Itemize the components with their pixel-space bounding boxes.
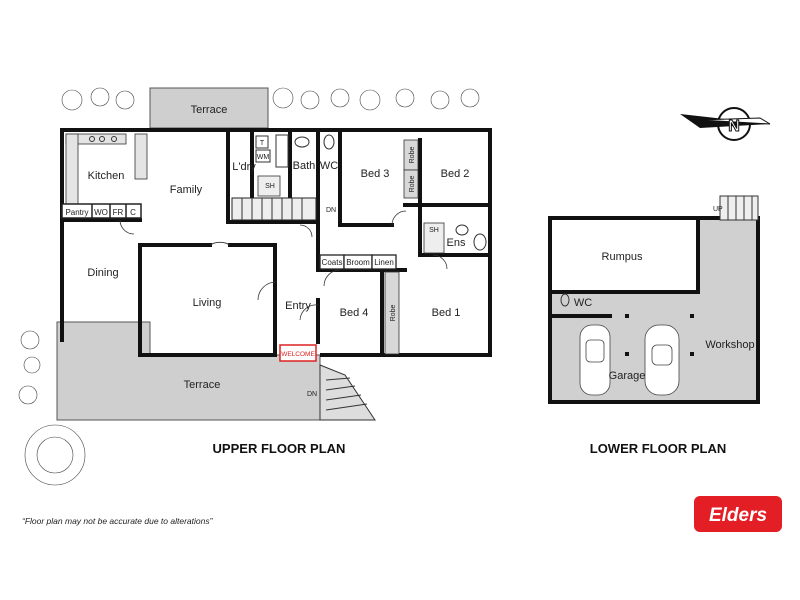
upper-inner-walls <box>60 128 492 357</box>
upper-outer-walls <box>60 128 492 357</box>
sh-laundry-label: SH <box>265 183 275 190</box>
fr-label: FR <box>113 208 124 217</box>
welcome-label: WELCOME <box>281 351 315 358</box>
kitchen-label: Kitchen <box>88 170 125 182</box>
disclaimer-text: “Floor plan may not be accurate due to a… <box>22 516 213 526</box>
up-label: UP <box>713 206 723 213</box>
dn-terrace-label: DN <box>307 391 317 398</box>
garage-cars <box>579 324 680 396</box>
garage-pillars <box>578 314 694 356</box>
elders-logo: Elders <box>694 496 782 532</box>
shrub-row-top <box>61 87 480 111</box>
laundry-label: L'dry <box>232 161 256 173</box>
bed2-label: Bed 2 <box>441 168 470 180</box>
lower-plan-title: LOWER FLOOR PLAN <box>590 441 727 456</box>
robe-units <box>384 139 419 355</box>
terrace-top-label: Terrace <box>191 104 228 116</box>
laundry-fixtures <box>255 135 281 197</box>
workshop-label: Workshop <box>705 339 754 351</box>
dining-label: Dining <box>87 267 118 279</box>
robe-bed4-label: Robe <box>390 305 397 322</box>
c-label: C <box>130 208 136 217</box>
wc-upper-label: WC <box>320 160 338 172</box>
shrub-row-left <box>18 330 86 486</box>
dn-stairs-label: DN <box>326 207 336 214</box>
bed1-label: Bed 1 <box>432 307 461 319</box>
wm-label: WM <box>257 154 270 161</box>
robe-bed3-top-label: Robe <box>409 147 416 164</box>
entry-label: Entry <box>285 300 311 312</box>
compass-letter: N <box>728 118 740 135</box>
family-label: Family <box>170 184 203 196</box>
terrace-stairs <box>319 364 376 421</box>
wc-lower-label: WC <box>574 297 592 309</box>
wo-label: WO <box>94 208 108 217</box>
garage-label: Garage <box>609 370 646 382</box>
broom-label: Broom <box>346 258 370 267</box>
kitchen-counters <box>65 133 148 205</box>
terrace-top <box>149 87 269 129</box>
terrace-bottom <box>56 321 321 421</box>
door-swings <box>119 210 448 321</box>
welcome-mat <box>279 344 317 362</box>
internal-stairs <box>231 197 317 221</box>
terrace-bottom-label: Terrace <box>184 379 221 391</box>
linen-label: Linen <box>374 258 394 267</box>
logo-text: Elders <box>709 505 767 526</box>
robe-bed3-bottom-label: Robe <box>409 176 416 193</box>
t-label: T <box>260 140 265 147</box>
bed3-label: Bed 3 <box>361 168 390 180</box>
upper-plan-title: UPPER FLOOR PLAN <box>213 441 346 456</box>
rumpus-label: Rumpus <box>602 251 643 263</box>
sh-ens-label: SH <box>429 227 439 234</box>
pantry-label: Pantry <box>65 208 88 217</box>
living-label: Living <box>193 297 222 309</box>
pantry-row <box>61 203 142 219</box>
bath-fixtures <box>275 134 335 168</box>
bed4-label: Bed 4 <box>340 307 369 319</box>
coats-label: Coats <box>322 258 343 267</box>
compass-icon: N <box>680 107 771 141</box>
ens-label: Ens <box>447 237 466 249</box>
hall-cupboards <box>319 254 397 270</box>
bath-label: Bath <box>293 160 316 172</box>
ensuite-fixtures <box>423 222 487 254</box>
